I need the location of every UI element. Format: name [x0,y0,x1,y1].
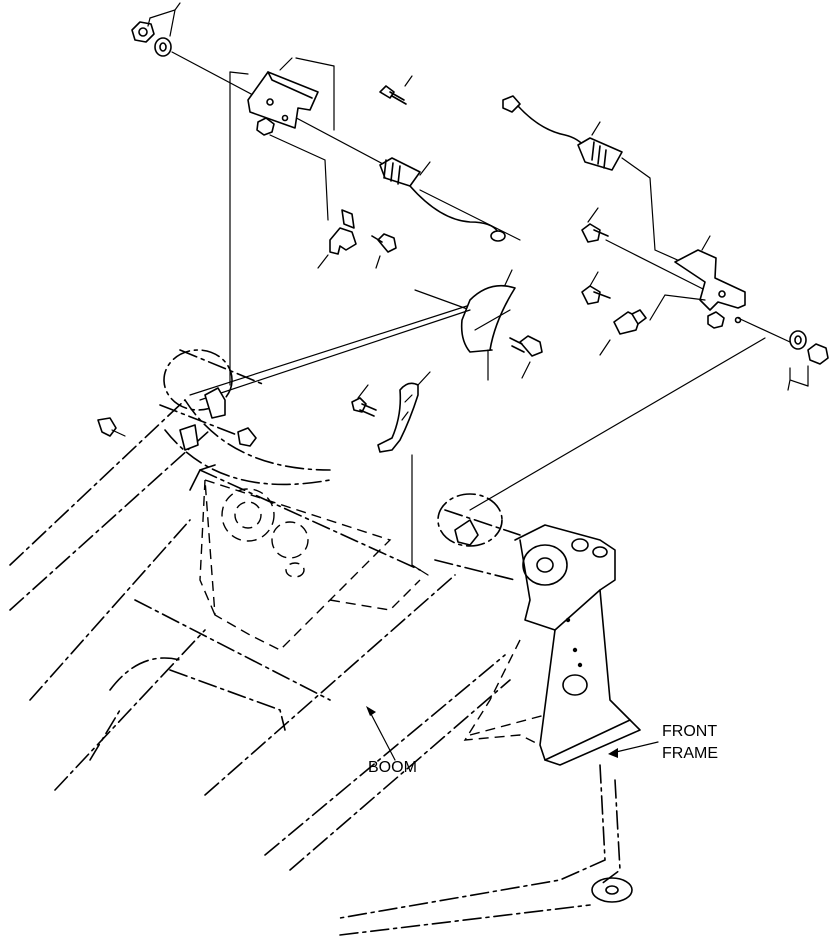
front-frame-label-group: FRONT FRAME [608,723,718,762]
front-frame-label-line2: FRAME [662,745,718,762]
actuator-icon [329,227,357,255]
cam-bolt [519,335,543,357]
washer-icon [154,37,172,57]
lever-bolt [351,397,367,413]
connector-right [502,95,521,113]
front-frame-lower-arm [339,764,633,936]
boom-label-group: BOOM [366,706,417,776]
small-clip-icon [97,417,117,437]
nut-icon-2 [256,117,275,136]
nut-icon-right [807,343,829,365]
switch-bracket-right [674,249,746,311]
switch-bracket [247,71,319,129]
right-boom-pivot [434,493,521,581]
front-frame-left-tower [199,479,421,651]
proximity-sensor-right [577,137,623,171]
front-frame-label-line1: FRONT [662,723,717,740]
left-boom-pivot [159,349,331,486]
boom-outline [9,399,511,871]
connector-left [490,230,506,242]
boom-label: BOOM [368,759,417,776]
detent-lever [377,382,419,453]
cam-plate [460,284,516,353]
screw-icon [379,85,395,99]
right-switch-assembly [469,95,829,511]
left-pivot-hardware [97,387,479,546]
cam-plate-assembly [199,269,543,576]
front-frame-right-tower [463,524,641,766]
left-switch-assembly [131,2,521,396]
nut-icon [131,21,155,43]
washer-icon-right [789,330,807,350]
